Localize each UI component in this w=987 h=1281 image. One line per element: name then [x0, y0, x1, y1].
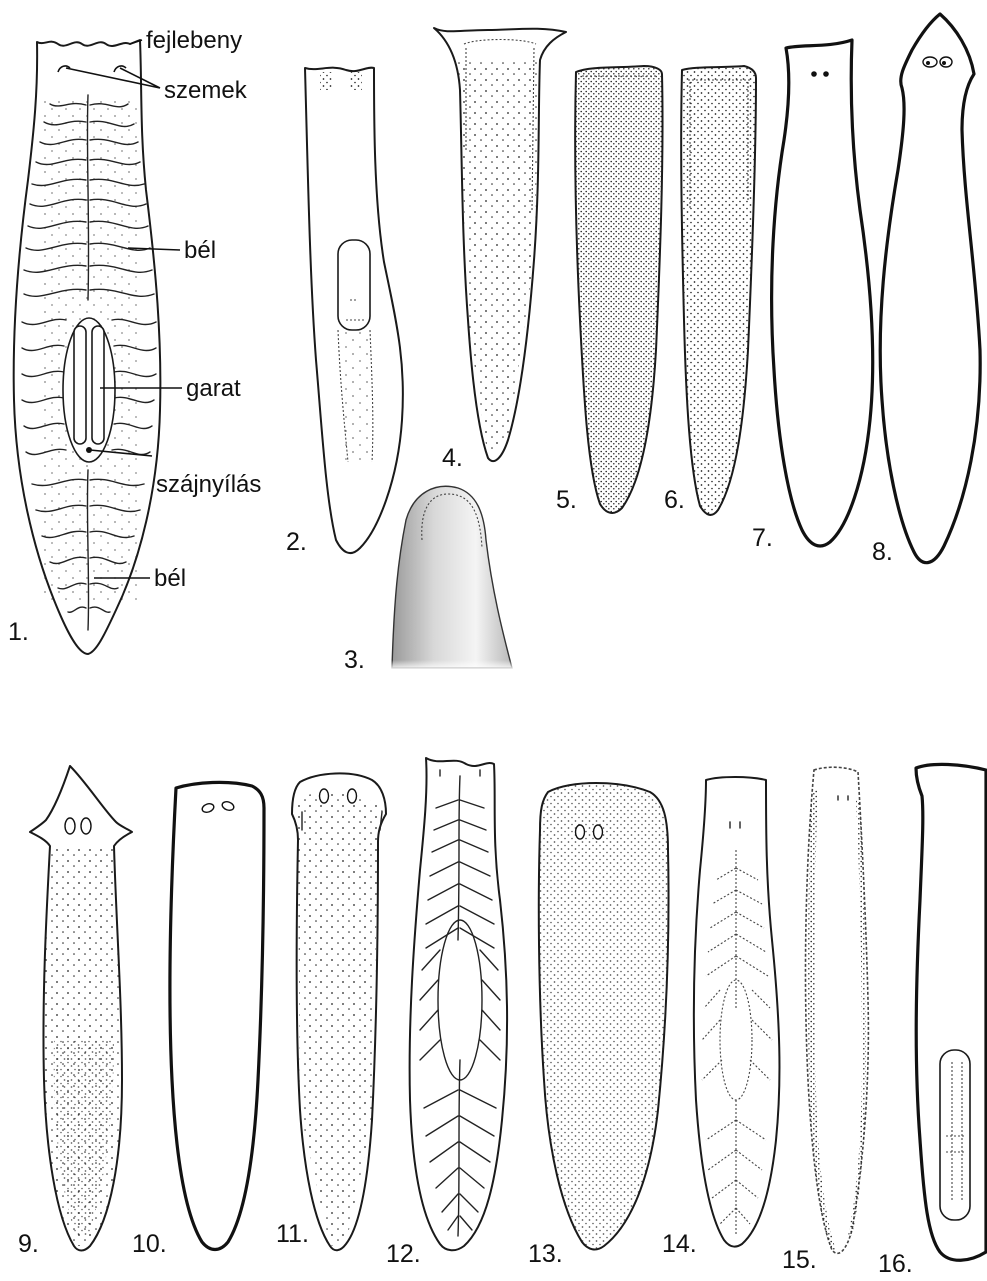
figure-15: 15.: [782, 767, 868, 1274]
figure-13: 13.: [528, 783, 669, 1268]
figure-2-pharynx: [338, 240, 373, 462]
label-bel-lower: bél: [154, 565, 186, 592]
figure-7-body-outline: [772, 40, 873, 546]
figure-number-9: 9.: [18, 1230, 39, 1258]
figure-number-11: 11.: [276, 1220, 309, 1248]
figure-7: 7.: [752, 40, 873, 552]
figure-number-16: 16.: [878, 1250, 913, 1278]
figure-16: 16.: [878, 764, 986, 1278]
figure-10-body-outline: [170, 782, 264, 1249]
figure-8-body-outline: [880, 14, 980, 563]
figure-number-10: 10.: [132, 1230, 167, 1258]
figure-8: 8.: [872, 14, 980, 566]
figure-number-3: 3.: [344, 646, 365, 674]
figure-9: 9.: [18, 766, 132, 1258]
figure-number-2: 2.: [286, 528, 307, 556]
label-garat: garat: [186, 375, 241, 402]
figure-11: 11.: [276, 773, 386, 1250]
figure-number-1: 1.: [8, 618, 29, 646]
figure-number-12: 12.: [386, 1240, 421, 1268]
figure-number-7: 7.: [752, 524, 773, 552]
figure-6: 6.: [664, 66, 756, 515]
figure-14-body-outline: [694, 777, 780, 1247]
label-szajnyilas: szájnyílás: [156, 471, 261, 498]
label-fejlebeny: fejlebeny: [146, 27, 242, 54]
label-bel-upper: bél: [184, 237, 216, 264]
figure-number-4: 4.: [442, 444, 463, 472]
figure-10: 10.: [132, 782, 264, 1258]
figure-number-5: 5.: [556, 486, 577, 514]
figure-14: 14.: [662, 777, 779, 1258]
figure-16-pharynx: [940, 1050, 970, 1220]
figure-number-13: 13.: [528, 1240, 563, 1268]
label-szemek: szemek: [164, 77, 248, 104]
figure-4: 4.: [434, 28, 566, 472]
figure-2: 2.: [286, 68, 403, 556]
figure-1: fejlebeny szemek bél garat szájnyílás bé…: [8, 27, 261, 654]
figure-number-14: 14.: [662, 1230, 697, 1258]
figure-number-15: 15.: [782, 1246, 817, 1274]
figure-5: 5.: [556, 66, 663, 514]
figure-12: 12.: [386, 758, 507, 1268]
figure-number-8: 8.: [872, 538, 893, 566]
figure-number-6: 6.: [664, 486, 685, 514]
figure-1-pharynx: [63, 318, 115, 462]
